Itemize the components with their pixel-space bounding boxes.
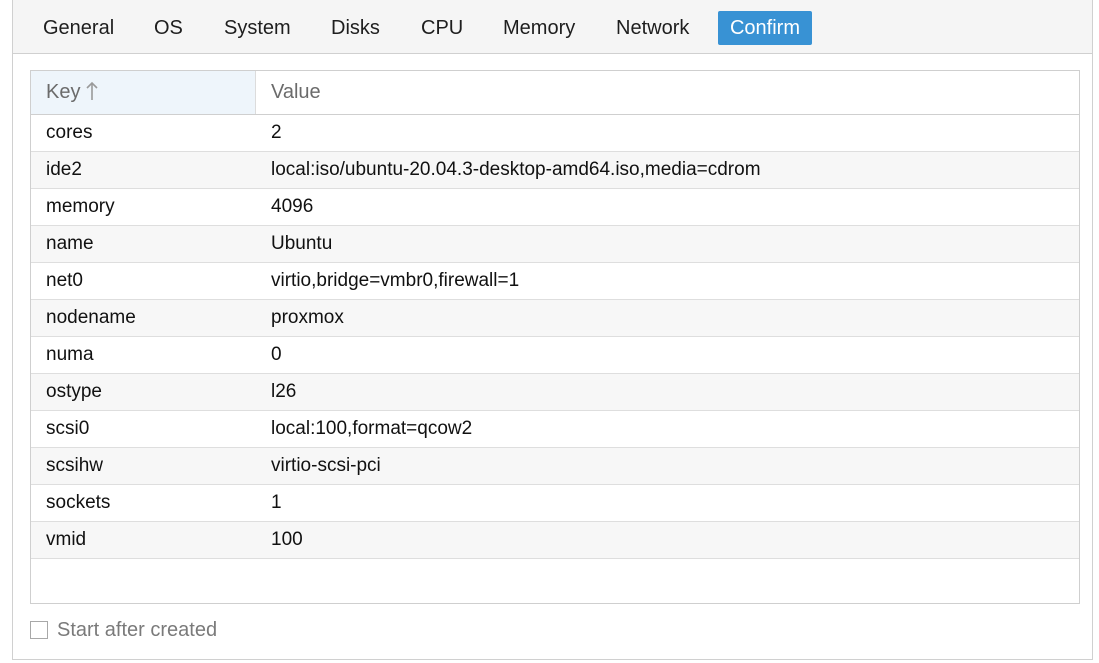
start-after-created-option[interactable]: Start after created <box>30 617 217 643</box>
tab-general[interactable]: General <box>43 17 115 39</box>
table-row[interactable]: name Ubuntu <box>31 226 1079 263</box>
grid-rows: cores 2 ide2 local:iso/ubuntu-20.04.3-de… <box>31 115 1079 559</box>
tab-memory[interactable]: Memory <box>503 17 576 39</box>
table-row[interactable]: numa 0 <box>31 337 1079 374</box>
tab-os[interactable]: OS <box>154 17 183 39</box>
table-row[interactable]: memory 4096 <box>31 189 1079 226</box>
table-row[interactable]: sockets 1 <box>31 485 1079 522</box>
tab-bar: General OS System Disks CPU Memory Netwo… <box>13 0 1092 54</box>
row-key: net0 <box>46 270 83 291</box>
row-value: Ubuntu <box>271 233 333 254</box>
row-key: numa <box>46 344 94 365</box>
row-key: name <box>46 233 94 254</box>
row-key: cores <box>46 122 93 143</box>
table-row[interactable]: net0 virtio,bridge=vmbr0,firewall=1 <box>31 263 1079 300</box>
table-row[interactable]: vmid 100 <box>31 522 1079 559</box>
confirm-content: Key Value cores 2 ide2 local:iso/ubu <box>13 54 1092 659</box>
grid-header: Key Value <box>31 71 1079 115</box>
row-value: 2 <box>271 122 282 143</box>
row-key: ide2 <box>46 159 82 180</box>
tab-system[interactable]: System <box>224 17 291 39</box>
table-row[interactable]: scsihw virtio-scsi-pci <box>31 448 1079 485</box>
row-value: 100 <box>271 529 303 550</box>
row-value: local:iso/ubuntu-20.04.3-desktop-amd64.i… <box>271 159 761 180</box>
column-header-key-label: Key <box>46 81 81 103</box>
row-value: virtio,bridge=vmbr0,firewall=1 <box>271 270 520 291</box>
row-value: l26 <box>271 381 297 402</box>
row-key: scsihw <box>46 455 104 476</box>
start-after-created-label[interactable]: Start after created <box>57 618 218 641</box>
table-row[interactable]: ostype l26 <box>31 374 1079 411</box>
tab-confirm[interactable]: Confirm <box>718 11 812 45</box>
tab-disks[interactable]: Disks <box>331 17 380 39</box>
table-row[interactable]: scsi0 local:100,format=qcow2 <box>31 411 1079 448</box>
row-key: nodename <box>46 307 136 328</box>
tab-cpu[interactable]: CPU <box>421 17 464 39</box>
row-value: virtio-scsi-pci <box>271 455 381 476</box>
table-row[interactable]: ide2 local:iso/ubuntu-20.04.3-desktop-am… <box>31 152 1079 189</box>
settings-grid: Key Value cores 2 ide2 local:iso/ubu <box>30 70 1080 604</box>
wizard-panel: General OS System Disks CPU Memory Netwo… <box>12 0 1093 660</box>
row-value: proxmox <box>271 307 344 328</box>
table-row[interactable]: cores 2 <box>31 115 1079 152</box>
column-header-value[interactable]: Value <box>271 81 321 103</box>
row-key: sockets <box>46 492 111 513</box>
row-key: memory <box>46 196 115 217</box>
tab-network[interactable]: Network <box>616 17 690 39</box>
column-header-key[interactable]: Key <box>31 71 256 114</box>
row-key: ostype <box>46 381 102 402</box>
arrow-up-icon <box>86 81 99 100</box>
row-value: 1 <box>271 492 282 513</box>
row-value: 0 <box>271 344 282 365</box>
table-row[interactable]: nodename proxmox <box>31 300 1079 337</box>
start-after-created-checkbox[interactable] <box>30 621 48 639</box>
row-key: vmid <box>46 529 87 550</box>
row-value: 4096 <box>271 196 314 217</box>
row-value: local:100,format=qcow2 <box>271 418 473 439</box>
row-key: scsi0 <box>46 418 90 439</box>
